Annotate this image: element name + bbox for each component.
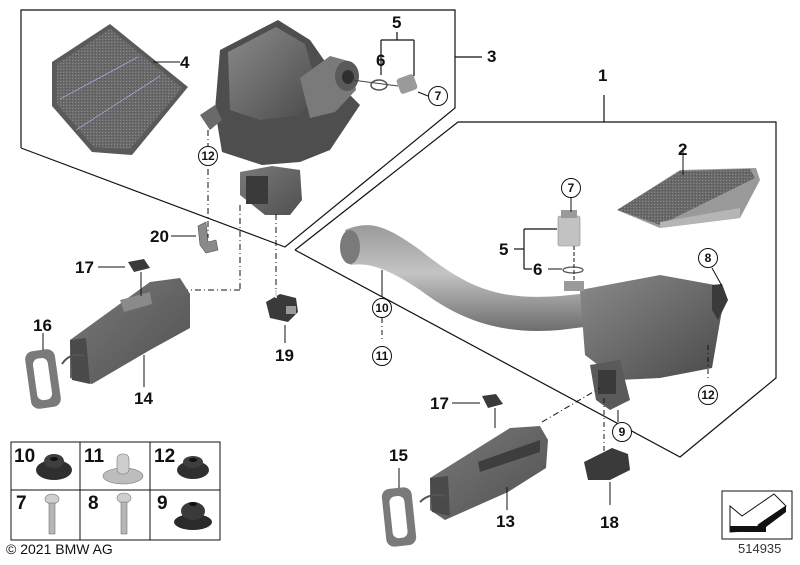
air-duct-14	[61, 278, 190, 387]
sensor-group-upper	[351, 32, 429, 97]
callout-17-right: 17	[430, 394, 449, 413]
callout-8: 8	[698, 248, 718, 268]
mount-19	[266, 290, 298, 343]
filter-element-2	[617, 148, 760, 228]
callout-16: 16	[33, 316, 52, 335]
leader-lines-right	[381, 267, 723, 460]
bracket-20	[171, 221, 219, 254]
callout-13: 13	[496, 512, 515, 531]
callout-9: 9	[612, 422, 632, 442]
callout-12-right: 12	[698, 385, 718, 405]
callout-20: 20	[150, 227, 169, 246]
intake-silencer-3	[200, 20, 360, 215]
callout-5-mid: 5	[499, 240, 509, 259]
callout-18: 18	[600, 513, 619, 532]
intake-silencer-1	[340, 225, 728, 410]
callout-2: 2	[678, 140, 688, 159]
table-cell-label: 8	[88, 493, 99, 514]
table-cell-label: 12	[154, 446, 176, 467]
table-cell-label: 11	[84, 446, 105, 467]
table-cell-label: 9	[157, 493, 168, 514]
filter-element-4	[52, 24, 188, 155]
callout-12-left: 12	[198, 146, 218, 166]
sensor-group-mid	[514, 197, 584, 291]
pad-17-left	[98, 259, 150, 296]
callout-14: 14	[134, 389, 153, 408]
mount-18	[584, 448, 630, 505]
callout-10: 10	[372, 298, 392, 318]
assembly-3-frame	[20, 9, 482, 248]
air-duct-13	[419, 426, 548, 520]
callout-6-mid: 6	[533, 260, 543, 279]
diagram-id: 514935	[738, 541, 782, 556]
callout-19: 19	[275, 346, 294, 365]
callout-1: 1	[598, 66, 608, 85]
callout-7-mid: 7	[561, 178, 581, 198]
orientation-arrow-icon	[721, 490, 793, 540]
pad-17-right	[452, 394, 503, 428]
callout-11: 11	[372, 346, 392, 366]
callout-5-upper: 5	[392, 13, 402, 32]
callout-4: 4	[180, 53, 190, 72]
table-cell-label: 10	[14, 446, 36, 467]
copyright-text: © 2021 BMW AG	[6, 541, 113, 557]
callout-6-upper: 6	[376, 51, 386, 70]
callout-15: 15	[389, 446, 408, 465]
table-cell-label: 7	[16, 493, 27, 514]
callout-7-upper: 7	[428, 86, 448, 106]
hardware-table	[10, 441, 221, 541]
seal-15	[381, 468, 417, 547]
callout-3: 3	[487, 47, 497, 66]
seal-16	[25, 333, 61, 409]
callout-17-left: 17	[75, 258, 94, 277]
hardware-table-parts	[36, 453, 212, 535]
